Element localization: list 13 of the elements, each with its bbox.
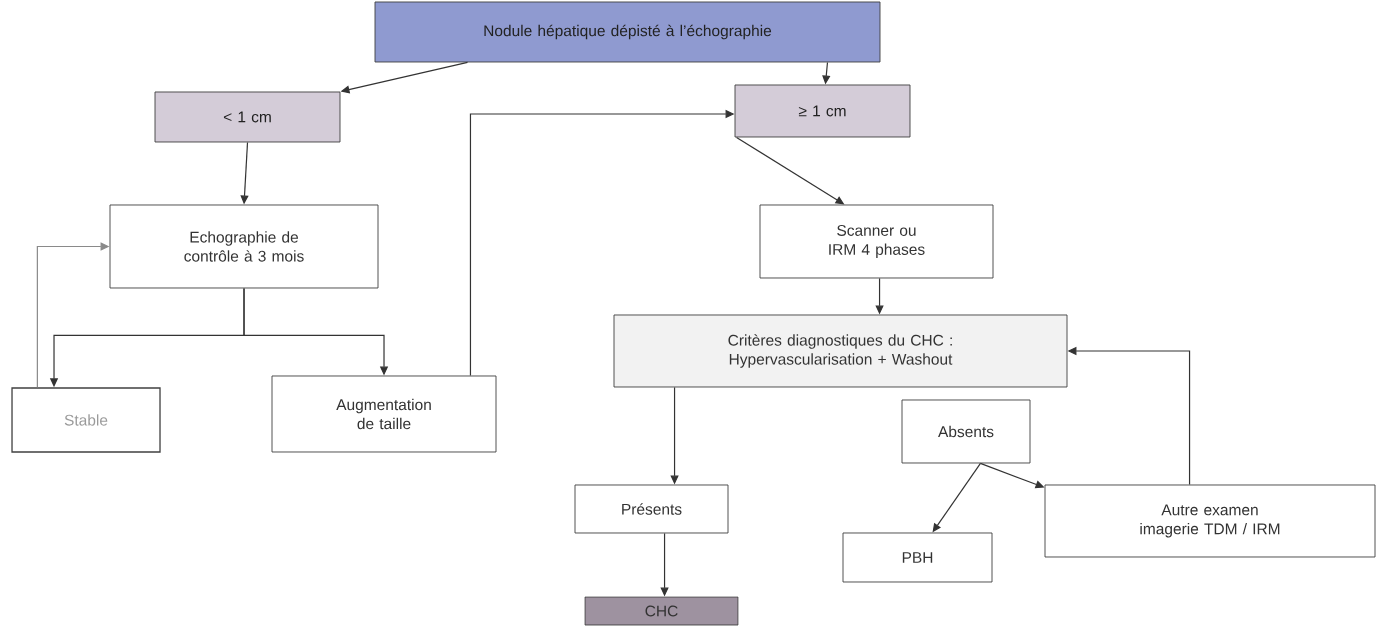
outcome-box: Stable — [11, 387, 161, 453]
process-box: Echographie de contrôle à 3 mois — [109, 204, 379, 289]
process-box: Scanner ou IRM 4 phases — [759, 204, 994, 279]
result-box: Présents — [574, 484, 729, 534]
outcome-box: Augmentation de taille — [271, 375, 497, 453]
result-box: PBH — [842, 532, 993, 583]
size-box: < 1 cm — [154, 91, 341, 143]
criteria-box: Critères diagnostiques du CHC : Hypervascularisation + Washout — [613, 314, 1068, 388]
size-box: ≥ 1 cm — [734, 84, 911, 138]
process-box: Autre examen imagerie TDM / IRM — [1044, 484, 1376, 558]
result-box: Absents — [901, 399, 1031, 464]
start-box: Nodule hépatique dépisté à l’échographie — [374, 1, 881, 63]
diagnosis-box: CHC — [584, 596, 739, 626]
